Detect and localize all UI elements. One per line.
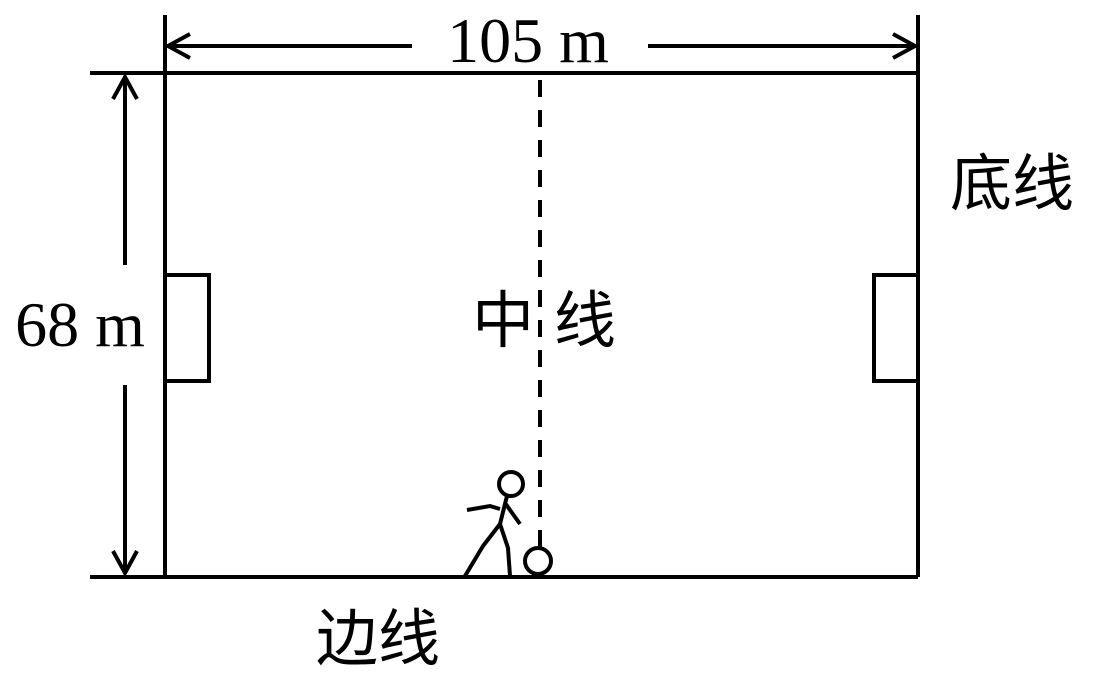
length-arrowhead-left xyxy=(163,32,191,60)
center-line-label: 中 线 xyxy=(472,284,616,357)
right-goal-box xyxy=(872,273,918,383)
length-arrowhead-right xyxy=(892,32,920,60)
touch-line-label: 边线 xyxy=(316,602,440,673)
width-arrowhead-bottom xyxy=(111,550,139,578)
ball-icon xyxy=(523,546,553,576)
field-length-label: 105 m xyxy=(447,5,609,76)
width-dimension: 68 m xyxy=(15,71,165,579)
left-goal-box xyxy=(165,273,211,383)
goal-line-label: 底线 xyxy=(950,147,1074,220)
width-arrowhead-top xyxy=(111,72,139,100)
field-width-label: 68 m xyxy=(15,289,145,360)
field xyxy=(163,71,920,579)
player-figure-icon xyxy=(463,470,525,578)
length-dimension: 105 m xyxy=(163,5,920,76)
